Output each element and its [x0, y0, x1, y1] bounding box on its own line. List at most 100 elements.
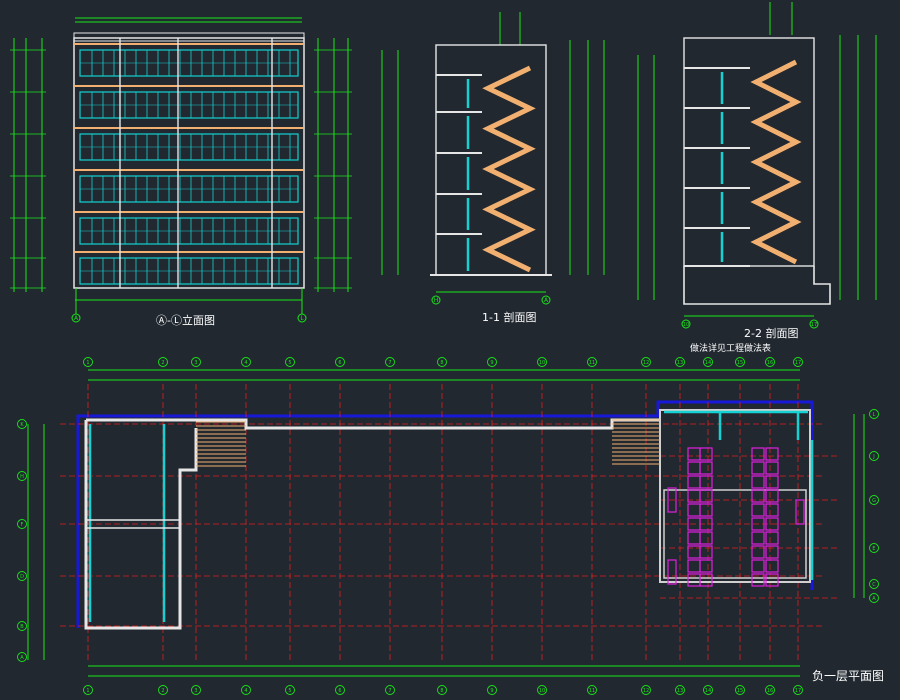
plan-axis-bubble-label: 7 — [388, 688, 391, 694]
plan-toilet-cubicle — [687, 559, 701, 573]
plan-axis-bubble-label: 16 — [767, 688, 773, 694]
elevation-axis-label-l: L — [300, 315, 304, 322]
plan-axis-bubble-label: 12 — [643, 360, 649, 366]
plan-structural-grid — [60, 384, 840, 662]
plan-toilet-cubicle — [699, 517, 713, 531]
section-2-2-axis-markers — [681, 319, 819, 329]
section-2-2-title: 2-2 剖面图 — [744, 327, 799, 340]
plan-toilet-cubicle — [699, 531, 713, 545]
plan-toilet-cubicle — [751, 573, 765, 587]
plan-axis-bubble — [437, 685, 447, 695]
plan-axis-bubble — [83, 685, 93, 695]
plan-axis-bubble-label: 1 — [86, 360, 89, 366]
basement-plan-view: 1122334455667788991010111112121313141415… — [17, 357, 879, 695]
plan-urinal — [667, 559, 677, 585]
plan-axis-bubble-label: 10 — [539, 688, 545, 694]
plan-glazing — [88, 410, 814, 622]
plan-axis-bubble — [869, 451, 879, 461]
plan-axis-bubble-label: A — [872, 596, 876, 602]
plan-toilet-cubicle — [687, 447, 701, 461]
plan-axis-bubble-label: 17 — [795, 360, 801, 366]
elevation-title-mark: Ⓐ-Ⓛ — [156, 314, 182, 327]
plan-axis-bubble-label: D — [20, 574, 24, 580]
plan-axis-bubble — [158, 685, 168, 695]
plan-toilet-cubicle — [765, 531, 779, 545]
plan-toilet-cubicles — [667, 447, 805, 587]
plan-axis-bubble-label: 3 — [194, 360, 197, 366]
plan-toilet-cubicle — [699, 503, 713, 517]
plan-axis-bubble — [735, 685, 745, 695]
plan-title: 负一层平面图 — [812, 669, 885, 683]
elevation-dimension-lines — [13, 17, 349, 301]
plan-axis-bubble — [17, 571, 27, 581]
plan-toilet-cubicle — [751, 461, 765, 475]
plan-axis-bubble-label: 8 — [440, 360, 443, 366]
plan-toilet-cubicle — [699, 489, 713, 503]
plan-axis-bubble — [869, 579, 879, 589]
plan-axis-bubble-label: 13 — [677, 360, 683, 366]
plan-axis-bubble — [241, 685, 251, 695]
plan-axis-bubble — [793, 357, 803, 367]
plan-room-walls — [659, 409, 811, 583]
plan-axis-bubble-label: 4 — [244, 688, 247, 694]
plan-axis-bubble-label: 6 — [338, 688, 341, 694]
section-1-1-view: H A — [381, 12, 605, 305]
plan-axis-bubble-label: J — [872, 454, 874, 460]
section-1-1-stair-flights — [482, 65, 536, 273]
plan-axis-bubble-label: 13 — [677, 688, 683, 694]
plan-stairs — [196, 419, 660, 467]
section-1-1-axis-label-a: A — [544, 297, 549, 304]
plan-axis-bubble-label: 14 — [705, 688, 711, 694]
plan-toilet-cubicle — [687, 475, 701, 489]
plan-toilet-cubicle — [751, 489, 765, 503]
section-1-1-floors — [436, 74, 482, 276]
plan-axis-bubble-label: 11 — [589, 688, 595, 694]
plan-axis-bubble — [869, 593, 879, 603]
plan-axis-bubble-label: F — [21, 522, 24, 528]
section-2-2-stair-flights — [750, 59, 802, 265]
plan-urinal — [795, 499, 805, 525]
plan-toilet-cubicle — [765, 503, 779, 517]
plan-axis-bubble — [641, 685, 651, 695]
plan-axis-bubble — [17, 419, 27, 429]
plan-axis-bubble-label: 17 — [795, 688, 801, 694]
elevation-axis-label-a: A — [74, 315, 79, 322]
plan-axis-bubble — [765, 357, 775, 367]
plan-axis-bubble-label: 2 — [161, 688, 164, 694]
plan-axis-bubble — [335, 357, 345, 367]
elevation-title: Ⓐ-Ⓛ立面图 — [156, 312, 215, 328]
plan-axis-bubble — [703, 685, 713, 695]
plan-toilet-cubicle — [765, 447, 779, 461]
plan-axis-bubble-label: 16 — [767, 360, 773, 366]
plan-toilet-cubicle — [765, 545, 779, 559]
plan-dimension-lines — [27, 369, 865, 677]
plan-axis-bubble-label: 10 — [539, 360, 545, 366]
plan-axis-bubble-label: 8 — [440, 688, 443, 694]
section-1-1-axis-markers — [431, 295, 551, 305]
plan-axis-bubble — [191, 357, 201, 367]
plan-axis-bubble — [285, 357, 295, 367]
plan-axis-bubble — [437, 357, 447, 367]
plan-axis-bubble — [17, 519, 27, 529]
plan-axis-bubble — [241, 357, 251, 367]
plan-toilet-cubicle — [687, 531, 701, 545]
plan-toilet-cubicle — [751, 503, 765, 517]
elevation-building-outline — [73, 37, 305, 289]
plan-toilet-cubicle — [699, 475, 713, 489]
plan-toilet-cubicle — [751, 559, 765, 573]
plan-axis-bubble-label: 15 — [737, 688, 743, 694]
plan-toilet-cubicle — [751, 517, 765, 531]
plan-toilet-cubicle — [699, 461, 713, 475]
plan-toilet-cubicle — [765, 517, 779, 531]
elevation-title-text: 立面图 — [181, 314, 215, 327]
plan-axis-bubble — [285, 685, 295, 695]
plan-axis-bubble-label: A — [20, 655, 24, 661]
plan-axis-bubble — [385, 685, 395, 695]
plan-axis-bubble — [641, 357, 651, 367]
plan-axis-bubble — [17, 471, 27, 481]
elevation-dimension-ticks — [10, 49, 352, 289]
plan-toilet-cubicle — [751, 475, 765, 489]
plan-axis-bubble-label: 6 — [338, 360, 341, 366]
plan-toilet-cubicle — [765, 461, 779, 475]
